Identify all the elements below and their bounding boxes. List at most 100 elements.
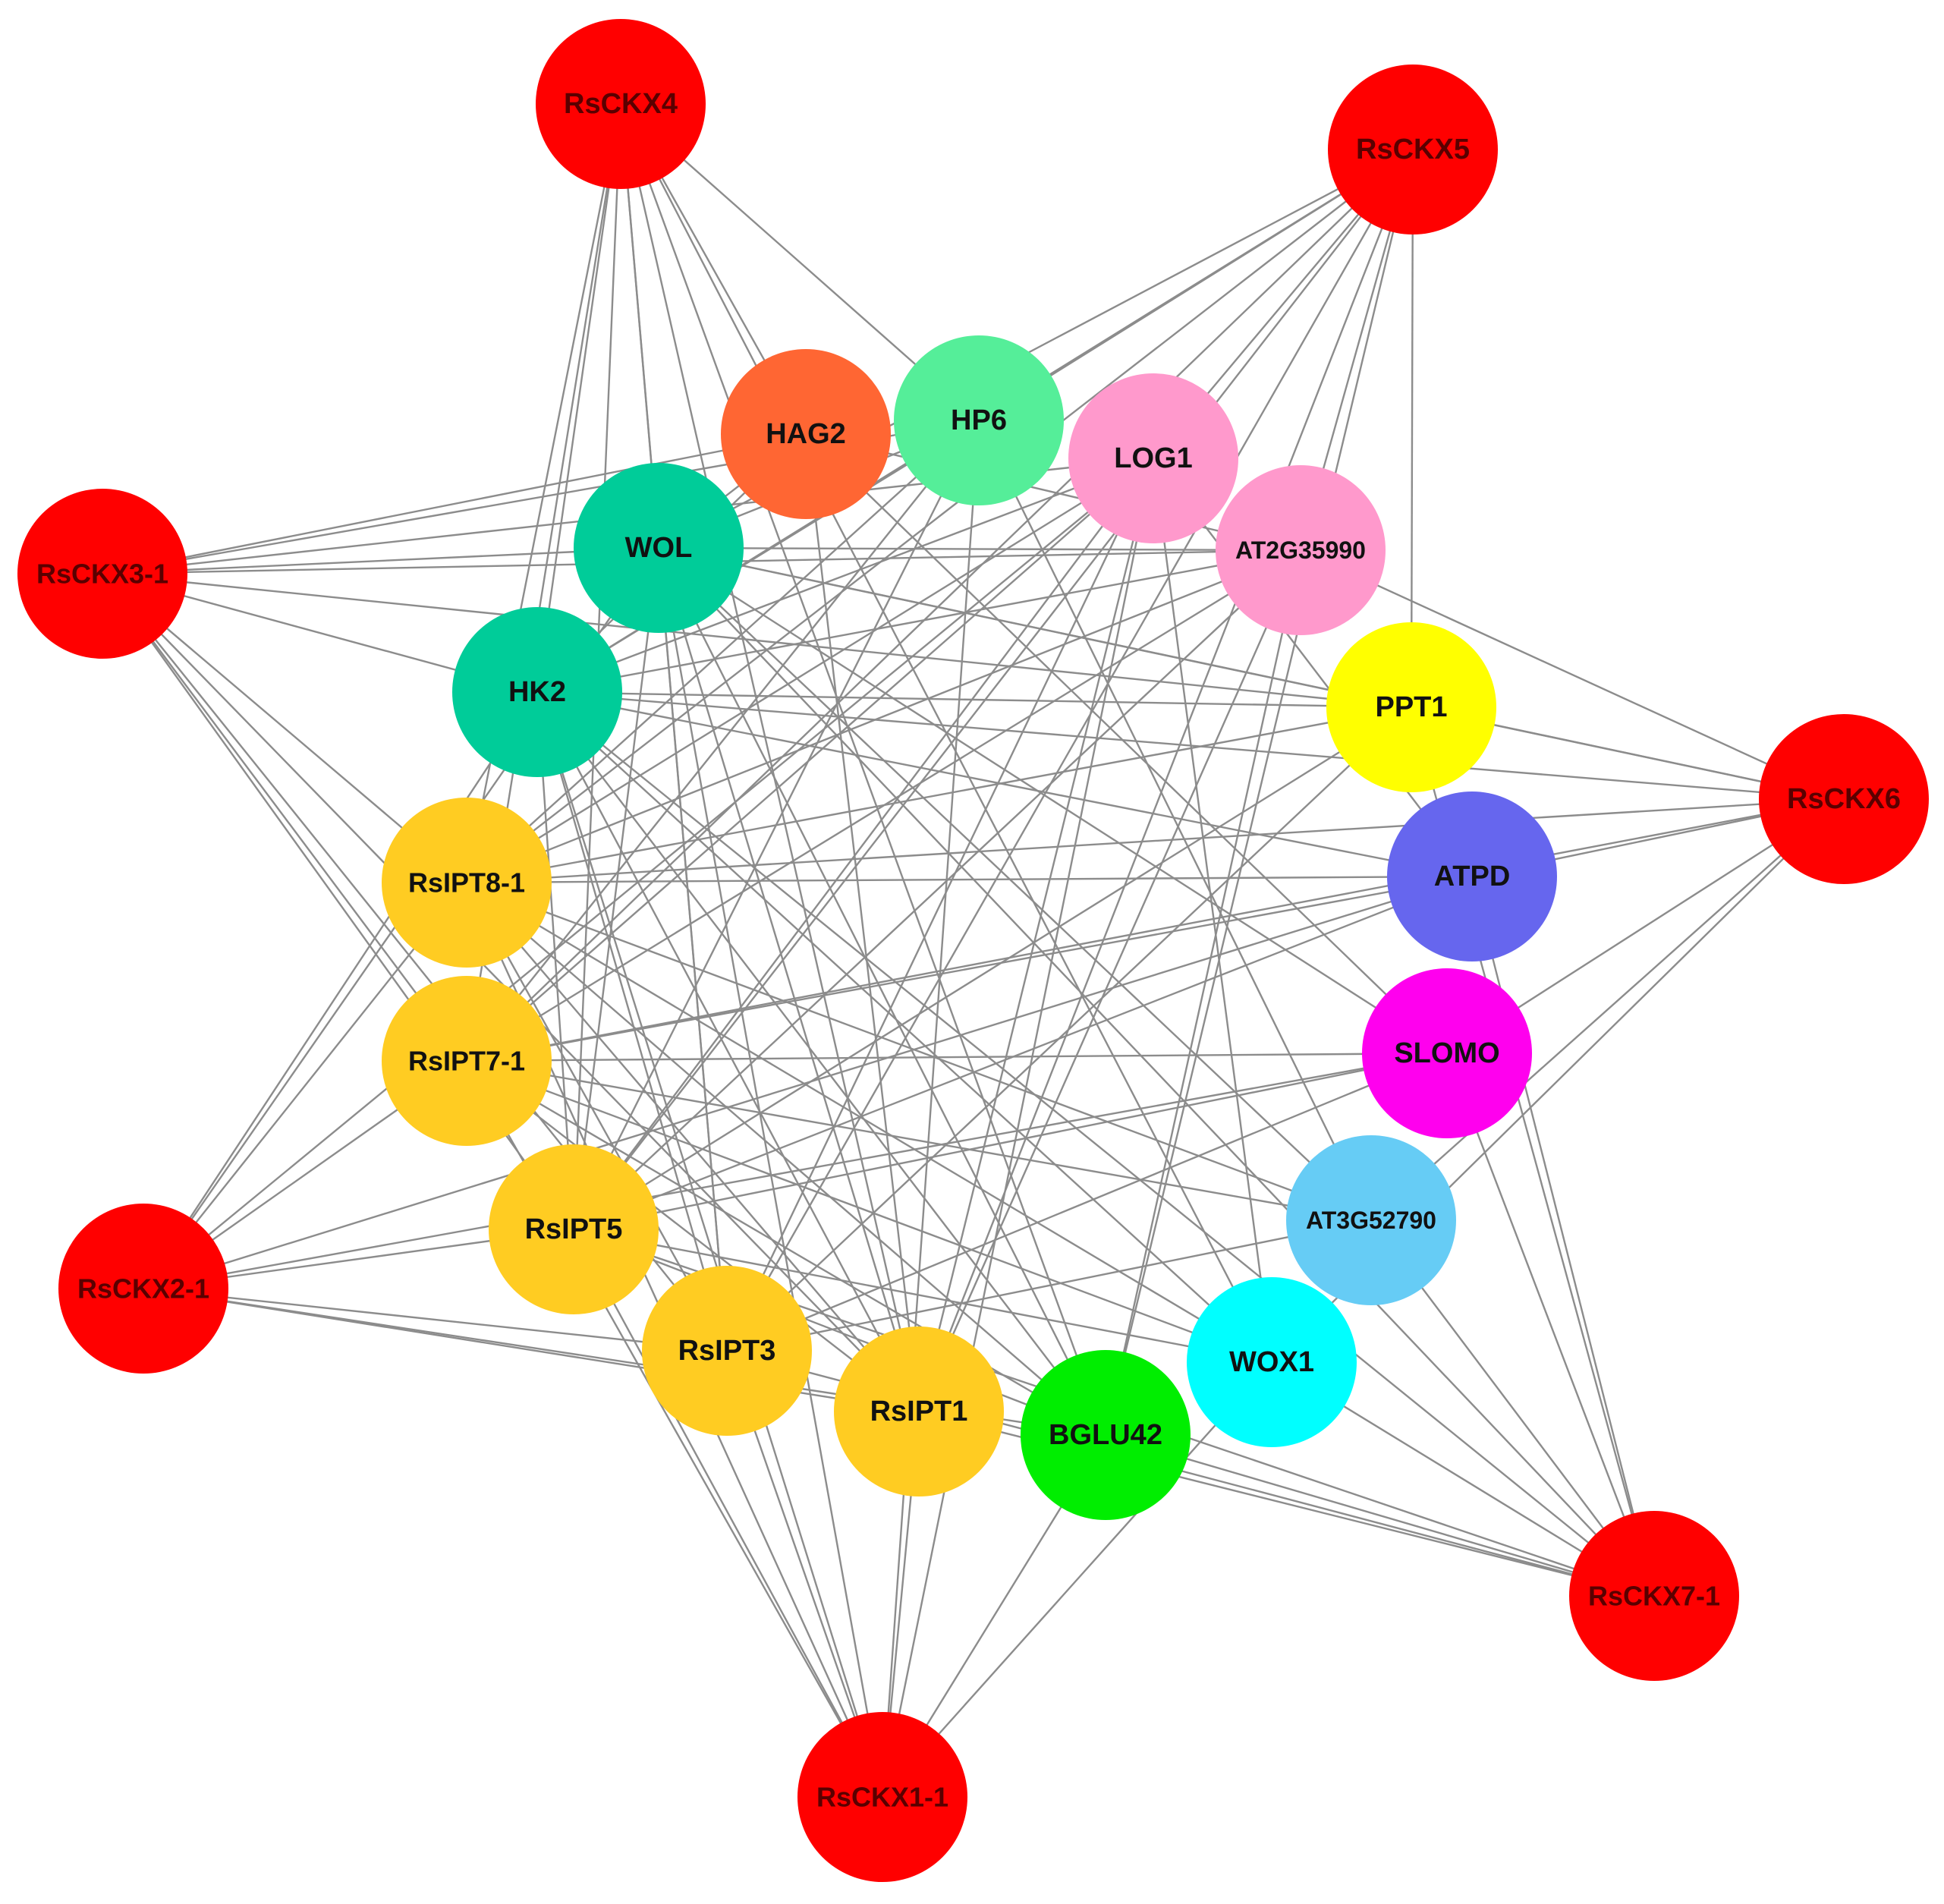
edge-at3g52790-rsipt8-1 [466,881,1372,1222]
node-rsckx2-1[interactable]: RsCKX2-1 [58,1204,228,1374]
node-label-hk2: HK2 [508,676,566,708]
node-circle-hk2 [452,607,622,777]
edge-wol-ppt1 [658,546,1412,709]
edge-atpd-rsipt8-1 [466,875,1473,884]
edge-hag2-slomo [805,433,1448,1054]
edge-hp6-rsipt8-1 [466,420,980,883]
edge-rsipt1-rsipt8-1 [466,882,920,1412]
node-label-rsckx1-1: RsCKX1-1 [816,1782,948,1813]
node-circle-log1 [1068,373,1238,543]
edge-rsckx3-1-wol [102,546,659,575]
node-bglu42[interactable]: BGLU42 [1021,1350,1191,1520]
node-rsckx3-1[interactable]: RsCKX3-1 [17,489,187,659]
node-hag2[interactable]: HAG2 [721,349,891,519]
node-circle-wox1 [1187,1277,1357,1447]
node-circle-rsipt3 [642,1266,812,1436]
node-ppt1[interactable]: PPT1 [1326,622,1496,792]
edge-rsckx7-1-bglu42 [1105,1434,1655,1597]
node-label-rsipt8-1: RsIPT8-1 [408,867,525,898]
edge-log1-rsipt3 [725,458,1155,1352]
edge-log1-rsipt8-1 [466,457,1154,884]
node-label-rsipt5: RsIPT5 [525,1213,623,1245]
edge-rsckx4-bglu42 [619,103,1107,1436]
node-circle-wol [574,463,744,633]
edge-rsckx4-rsipt1 [619,103,920,1412]
edge-atpd-rsipt7-1 [466,875,1473,1062]
node-hp6[interactable]: HP6 [894,335,1064,505]
node-circle-ppt1 [1326,622,1496,792]
edge-at2g35990-rsipt1 [917,549,1302,1412]
edge-log1-hk2 [536,457,1154,694]
node-label-at3g52790: AT3G52790 [1306,1207,1436,1234]
edge-hp6-hk2 [536,419,980,694]
edge-rsckx3-1-hag2 [102,433,807,575]
edge-hk2-rsipt1 [536,691,920,1412]
node-at2g35990[interactable]: AT2G35990 [1216,465,1386,635]
node-label-rsckx7-1: RsCKX7-1 [1588,1581,1720,1612]
node-rsckx4[interactable]: RsCKX4 [536,19,706,189]
edge-at2g35990-rsipt8-1 [466,549,1301,884]
edge-hag2-rsipt1 [804,433,920,1412]
node-rsckx6[interactable]: RsCKX6 [1759,714,1929,884]
edge-rsckx2-1-hk2 [142,691,539,1289]
edge-hk2-bglu42 [536,691,1106,1436]
node-label-rsckx6: RsCKX6 [1787,783,1901,815]
edge-rsipt3-rsipt8-1 [465,882,728,1352]
node-log1[interactable]: LOG1 [1068,373,1238,543]
node-rsipt3[interactable]: RsIPT3 [642,1266,812,1436]
edge-at2g35990-hk2 [536,549,1301,694]
node-label-slomo: SLOMO [1394,1037,1499,1069]
edge-log1-atpd [1153,458,1473,877]
node-circle-bglu42 [1021,1350,1191,1520]
edge-wol-slomo [658,546,1448,1055]
edge-rsckx6-at3g52790 [1370,798,1845,1221]
edge-rsckx7-1-wol [658,547,1655,1597]
node-rsipt5[interactable]: RsIPT5 [489,1144,659,1314]
node-rsipt1[interactable]: RsIPT1 [834,1327,1004,1496]
node-rsipt8-1[interactable]: RsIPT8-1 [382,798,552,968]
node-hk2[interactable]: HK2 [452,607,622,777]
edge-at3g52790-rsipt3 [726,1219,1372,1352]
edge-log1-rsipt1 [917,458,1155,1412]
node-label-rsckx2-1: RsCKX2-1 [77,1273,209,1304]
node-label-atpd: ATPD [1434,861,1511,892]
edge-log1-wox1 [1152,458,1273,1363]
node-rsckx7-1[interactable]: RsCKX7-1 [1569,1511,1739,1681]
node-circle-rsipt1 [834,1327,1004,1496]
node-circle-at2g35990 [1216,465,1386,635]
node-at3g52790[interactable]: AT3G52790 [1286,1135,1456,1305]
edge-bglu42-rsipt8-1 [466,882,1106,1436]
edge-rsckx4-hk2 [536,103,622,693]
edge-wox1-rsipt5 [573,1228,1272,1364]
node-label-rsipt1: RsIPT1 [870,1396,968,1427]
node-rsckx1-1[interactable]: RsCKX1-1 [797,1712,967,1882]
edge-wol-rsipt1 [657,547,920,1412]
node-atpd[interactable]: ATPD [1387,791,1557,961]
node-circle-rsckx1-1 [797,1712,967,1882]
node-wox1[interactable]: WOX1 [1187,1277,1357,1447]
edge-hk2-rsipt3 [536,691,728,1352]
node-label-rsckx5: RsCKX5 [1356,134,1470,165]
node-circle-slomo [1362,968,1532,1138]
edge-hk2-wox1 [536,691,1272,1363]
node-slomo[interactable]: SLOMO [1362,968,1532,1138]
edge-at2g35990-bglu42 [1104,549,1302,1436]
node-wol[interactable]: WOL [574,463,744,633]
edge-slomo-rsipt7-1 [466,1052,1448,1062]
node-circle-hag2 [721,349,891,519]
edge-rsckx5-rsipt5 [573,149,1414,1230]
edge-rsckx5-bglu42 [1104,149,1414,1436]
node-label-hp6: HP6 [951,404,1007,436]
node-circle-rsckx3-1 [17,489,187,659]
edge-rsipt1-rsipt7-1 [466,1060,920,1412]
edge-rsckx7-1-atpd [1471,876,1656,1597]
node-rsckx5[interactable]: RsCKX5 [1328,65,1498,234]
edge-slomo-rsipt5 [573,1052,1448,1231]
edge-atpd-rsipt5 [573,875,1473,1231]
edge-rsckx5-rsipt7-1 [466,149,1414,1062]
node-circle-rsipt7-1 [382,976,552,1146]
edge-rsckx1-1-hp6 [881,420,980,1798]
edge-bglu42-rsipt7-1 [466,1059,1106,1437]
edge-rsckx7-1-hk2 [536,691,1655,1597]
node-rsipt7-1[interactable]: RsIPT7-1 [382,976,552,1146]
